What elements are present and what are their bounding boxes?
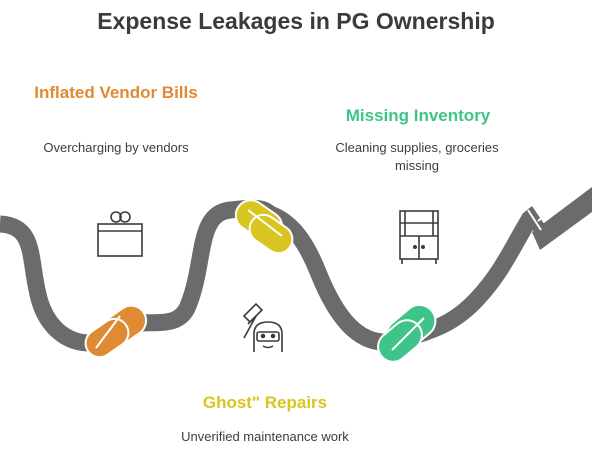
knot-green [377, 303, 437, 363]
missing-inventory-heading: Missing Inventory [345, 106, 491, 125]
knot-yellow [234, 199, 294, 255]
inflated-vendor-bills-heading: Inflated Vendor Bills [34, 83, 198, 102]
missing-inventory-description: Cleaning supplies, groceries missing [335, 140, 499, 173]
purse-icon [97, 211, 143, 257]
ghost-repairs-heading: Ghost" Repairs [202, 393, 328, 412]
nozzle-icon [522, 187, 592, 250]
knot-orange [84, 304, 148, 359]
page-title: Expense Leakages in PG Ownership [97, 8, 495, 34]
inflated-vendor-bills-description: Overcharging by vendors [43, 140, 189, 155]
thief-with-hammer-icon [242, 302, 283, 352]
cupboard-icon [399, 210, 439, 264]
ghost-repairs-description: Unverified maintenance work [181, 429, 349, 444]
